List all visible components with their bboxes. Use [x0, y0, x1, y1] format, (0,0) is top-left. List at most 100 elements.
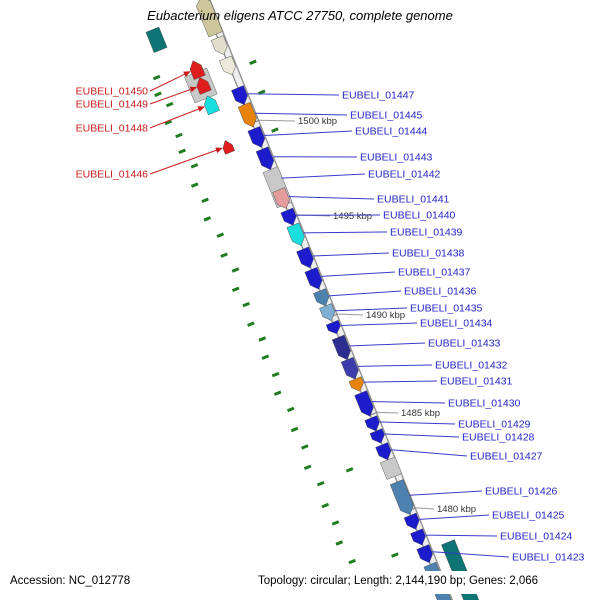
- gene-label-EUBELI_01439[interactable]: EUBELI_01439: [390, 227, 463, 239]
- intergenic-mark: [316, 480, 325, 487]
- gene-arrow-EUBELI_01429[interactable]: [364, 415, 382, 434]
- gene-label-EUBELI_01445[interactable]: EUBELI_01445: [350, 110, 423, 122]
- intergenic-mark: [190, 163, 199, 169]
- gene-arrow-EUBELI_01432[interactable]: [340, 356, 361, 381]
- gene-arrow-EUBELI_01440[interactable]: [280, 207, 299, 228]
- gene-arrow-EUBELI_01430[interactable]: [354, 390, 376, 419]
- label-leader-line: [384, 433, 460, 438]
- gene-arrow[interactable]: [210, 35, 230, 58]
- gene-label-EUBELI_01427[interactable]: EUBELI_01427: [470, 451, 543, 463]
- gene-arrow-EUBELI_01445[interactable]: [237, 102, 259, 129]
- gene-arrow-EUBELI_01435[interactable]: [319, 303, 337, 323]
- gene-label-EUBELI_01448[interactable]: EUBELI_01448: [76, 123, 149, 135]
- intergenic-mark: [203, 216, 212, 222]
- gene-arrow-EUBELI_01437[interactable]: [304, 267, 325, 291]
- label-leader-line: [149, 71, 191, 92]
- label-leader-line: [321, 271, 396, 277]
- gene-arrow-EUBELI_01447[interactable]: [231, 85, 250, 108]
- intergenic-mark: [152, 74, 161, 81]
- gene-label-EUBELI_01438[interactable]: EUBELI_01438: [392, 248, 465, 260]
- gene-label-EUBELI_01424[interactable]: EUBELI_01424: [500, 531, 573, 543]
- intergenic-mark: [303, 464, 312, 471]
- gene-label-EUBELI_01430[interactable]: EUBELI_01430: [448, 398, 521, 410]
- gene-label-EUBELI_01442[interactable]: EUBELI_01442: [368, 169, 441, 181]
- gene-arrow-EUBELI_01426[interactable]: [389, 479, 416, 517]
- gene-arrow-EUBELI_01436[interactable]: [313, 288, 331, 309]
- label-leader-line: [281, 173, 366, 179]
- label-leader-line: [409, 490, 483, 496]
- label-leader-line: [334, 307, 408, 312]
- gene-label-EUBELI_01435[interactable]: EUBELI_01435: [410, 303, 483, 315]
- gene-label-EUBELI_01432[interactable]: EUBELI_01432: [435, 360, 508, 372]
- gene-arrow[interactable]: [194, 0, 223, 38]
- tick-leader-line: [337, 313, 364, 316]
- gene-arrow-EUBELI_01428[interactable]: [369, 428, 387, 446]
- label-leader-line: [149, 86, 198, 105]
- intergenic-mark: [231, 267, 240, 273]
- gene-label-EUBELI_01428[interactable]: EUBELI_01428: [462, 432, 535, 444]
- label-leader-line: [425, 534, 498, 537]
- gene-arrow-EUBELI_01434[interactable]: [325, 319, 343, 336]
- label-leader-line: [149, 147, 223, 175]
- gene-arrow[interactable]: [379, 456, 403, 480]
- gene-arrow-EUBELI_01431[interactable]: [348, 376, 366, 394]
- gene-arrow[interactable]: [145, 26, 168, 53]
- intergenic-mark: [164, 119, 173, 126]
- gene-label-EUBELI_01436[interactable]: EUBELI_01436: [404, 286, 477, 298]
- gene-arrow-EUBELI_01450[interactable]: [187, 58, 206, 80]
- gene-label-EUBELI_01440[interactable]: EUBELI_01440: [383, 210, 456, 222]
- gene-label-EUBELI_01429[interactable]: EUBELI_01429: [458, 419, 531, 431]
- intergenic-mark: [175, 132, 183, 139]
- gene-arrow-EUBELI_01424[interactable]: [410, 528, 428, 548]
- gene-label-EUBELI_01426[interactable]: EUBELI_01426: [485, 486, 558, 498]
- label-leader-line: [328, 290, 402, 297]
- intergenic-mark: [391, 552, 399, 558]
- gene-label-EUBELI_01447[interactable]: EUBELI_01447: [342, 90, 415, 102]
- gene-arrow-EUBELI_01425[interactable]: [403, 512, 422, 532]
- status-genome-info: Topology: circular; Length: 2,144,190 bp…: [258, 575, 539, 587]
- label-leader-line: [303, 231, 388, 234]
- gene-label-EUBELI_01437[interactable]: EUBELI_01437: [398, 267, 471, 279]
- label-leader-line: [288, 196, 375, 200]
- gene-label-EUBELI_01431[interactable]: EUBELI_01431: [440, 376, 513, 388]
- intergenic-mark: [335, 540, 344, 546]
- scale-tick-label: 1480 kbp: [437, 504, 476, 515]
- intergenic-mark: [273, 390, 282, 396]
- scale-tick-label: 1495 kbp: [333, 211, 372, 222]
- gene-label-EUBELI_01441[interactable]: EUBELI_01441: [377, 194, 450, 206]
- intergenic-mark: [178, 148, 186, 155]
- intergenic-mark: [165, 101, 174, 108]
- genome-track: [145, 0, 483, 600]
- intergenic-mark: [271, 371, 280, 378]
- gene-label-EUBELI_01423[interactable]: EUBELI_01423: [512, 552, 585, 564]
- gene-arrow-EUBELI_01441[interactable]: [272, 187, 293, 211]
- gene-arrow-EUBELI_01444[interactable]: [247, 126, 268, 149]
- gene-label-EUBELI_01444[interactable]: EUBELI_01444: [355, 126, 428, 138]
- intergenic-mark: [321, 502, 330, 509]
- gene-arrow[interactable]: [219, 55, 238, 78]
- gene-arrow-EUBELI_01427[interactable]: [375, 442, 394, 463]
- gene-arrow-EUBELI_01433[interactable]: [331, 334, 353, 362]
- label-leader-line: [264, 130, 353, 136]
- gene-arrow-EUBELI_01439[interactable]: [286, 222, 307, 248]
- gene-arrow-EUBELI_01438[interactable]: [296, 246, 317, 270]
- gene-label-EUBELI_01446[interactable]: EUBELI_01446: [76, 169, 149, 181]
- intergenic-mark: [242, 301, 250, 308]
- tick-leader-line: [259, 119, 296, 122]
- gene-label-EUBELI_01443[interactable]: EUBELI_01443: [360, 152, 433, 164]
- intergenic-mark: [331, 520, 340, 526]
- gene-arrow-EUBELI_01446[interactable]: [221, 139, 235, 155]
- gene-label-EUBELI_01433[interactable]: EUBELI_01433: [428, 338, 501, 350]
- gene-label-EUBELI_01425[interactable]: EUBELI_01425: [492, 510, 565, 522]
- gene-arrow-EUBELI_01443[interactable]: [255, 146, 276, 172]
- gene-label-EUBELI_01434[interactable]: EUBELI_01434: [420, 318, 493, 330]
- gene-arrow-EUBELI_01449[interactable]: [194, 75, 212, 95]
- label-leader-line: [379, 421, 456, 425]
- intergenic-mark: [286, 406, 295, 413]
- gene-label-EUBELI_01449[interactable]: EUBELI_01449: [76, 99, 149, 111]
- gene-arrow-EUBELI_01423[interactable]: [416, 544, 435, 566]
- gene-label-EUBELI_01450[interactable]: EUBELI_01450: [76, 86, 149, 98]
- tick-leader-line: [377, 411, 399, 414]
- intergenic-mark: [247, 321, 255, 327]
